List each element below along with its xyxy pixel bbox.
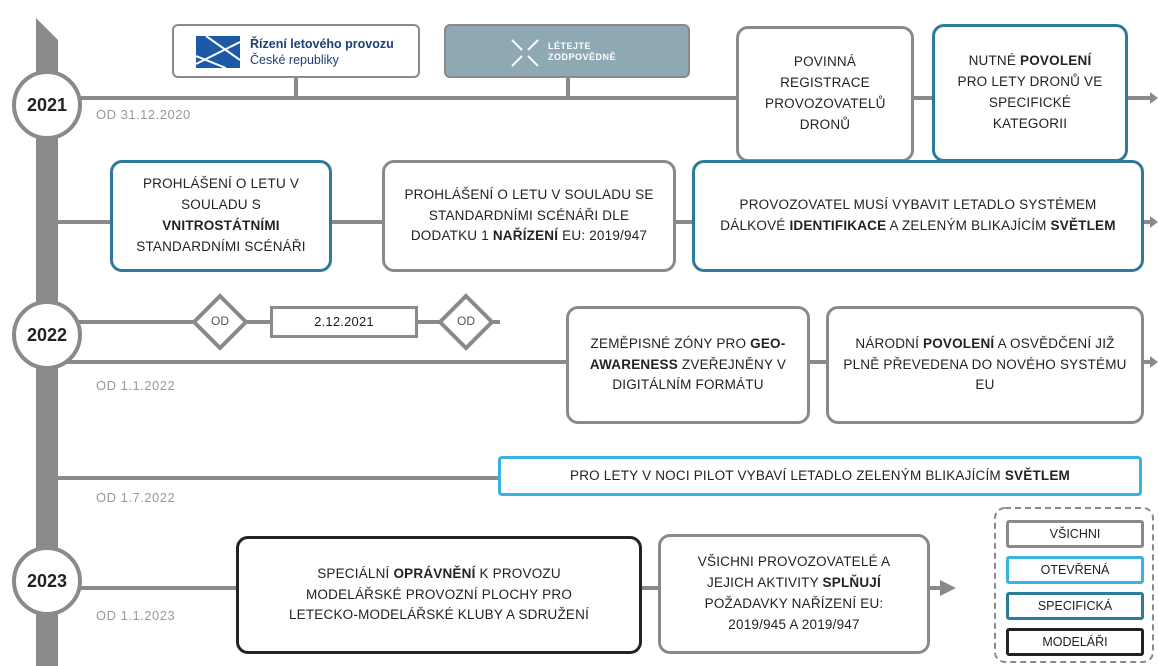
box-specific-permit: NUTNÉ POVOLENÍ PRO LETY DRONŮ VE SPECIFI… — [932, 24, 1128, 162]
diamond-right — [437, 293, 495, 351]
box-modelers-authorization: SPECIÁLNÍ OPRÁVNĚNÍ K PROVOZU MODELÁŘSKÉ… — [236, 536, 642, 654]
date-label: OD 31.12.2020 — [96, 107, 191, 122]
legend-modelers: MODELÁŘI — [1006, 628, 1144, 656]
box-national-permits: NÁRODNÍ POVOLENÍ A OSVĚDČENÍ JIŽ PLNĚ PŘ… — [826, 306, 1144, 424]
fly-logo-text: LÉTEJTE ZODPOVĚDNĚ — [548, 41, 617, 62]
rlp-logo-text: Řízení letového provozu České republiky — [250, 37, 394, 67]
box-night-flights: PRO LETY V NOCI PILOT VYBAVÍ LETADLO ZEL… — [498, 456, 1142, 496]
fly-responsibly-logo: LÉTEJTE ZODPOVĚDNĚ — [444, 24, 690, 78]
year-2022: 2022 — [12, 300, 82, 370]
box-remote-id: PROVOZOVATEL MUSÍ VYBAVIT LETADLO SYSTÉM… — [692, 160, 1144, 272]
date-label: OD 1.1.2022 — [96, 378, 176, 393]
box-geo-awareness: ZEMĚPISNÉ ZÓNY PRO GEO-AWARENESS ZVEŘEJN… — [566, 306, 810, 424]
legend-specific: SPECIFICKÁ — [1006, 592, 1144, 620]
rlp-logo: Řízení letového provozu České republiky — [172, 24, 420, 78]
year-2023: 2023 — [12, 546, 82, 616]
diamond-left — [191, 293, 249, 351]
rlp-logo-icon — [196, 36, 240, 68]
year-2021: 2021 — [12, 70, 82, 140]
box-registration: POVINNÁ REGISTRACE PROVOZOVATELŮ DRONŮ — [736, 26, 914, 162]
diamond-od-left: OD — [211, 314, 229, 328]
box-standard-scenarios: PROHLÁŠENÍ O LETU V SOULADU SE STANDARDN… — [382, 160, 676, 272]
box-national-scenarios: PROHLÁŠENÍ O LETU V SOULADU S VNITROSTÁT… — [110, 160, 332, 272]
diamond-od-right: OD — [457, 314, 475, 328]
box-all-operators: VŠICHNI PROVOZOVATELÉ A JEJICH AKTIVITY … — [658, 534, 930, 654]
date-label: OD 1.1.2023 — [96, 608, 176, 623]
cross-icon — [511, 39, 539, 67]
legend-all: VŠICHNI — [1006, 520, 1144, 548]
date-box-mid: 2.12.2021 — [270, 306, 418, 338]
date-label: OD 1.7.2022 — [96, 490, 176, 505]
legend-open: OTEVŘENÁ — [1006, 556, 1144, 584]
